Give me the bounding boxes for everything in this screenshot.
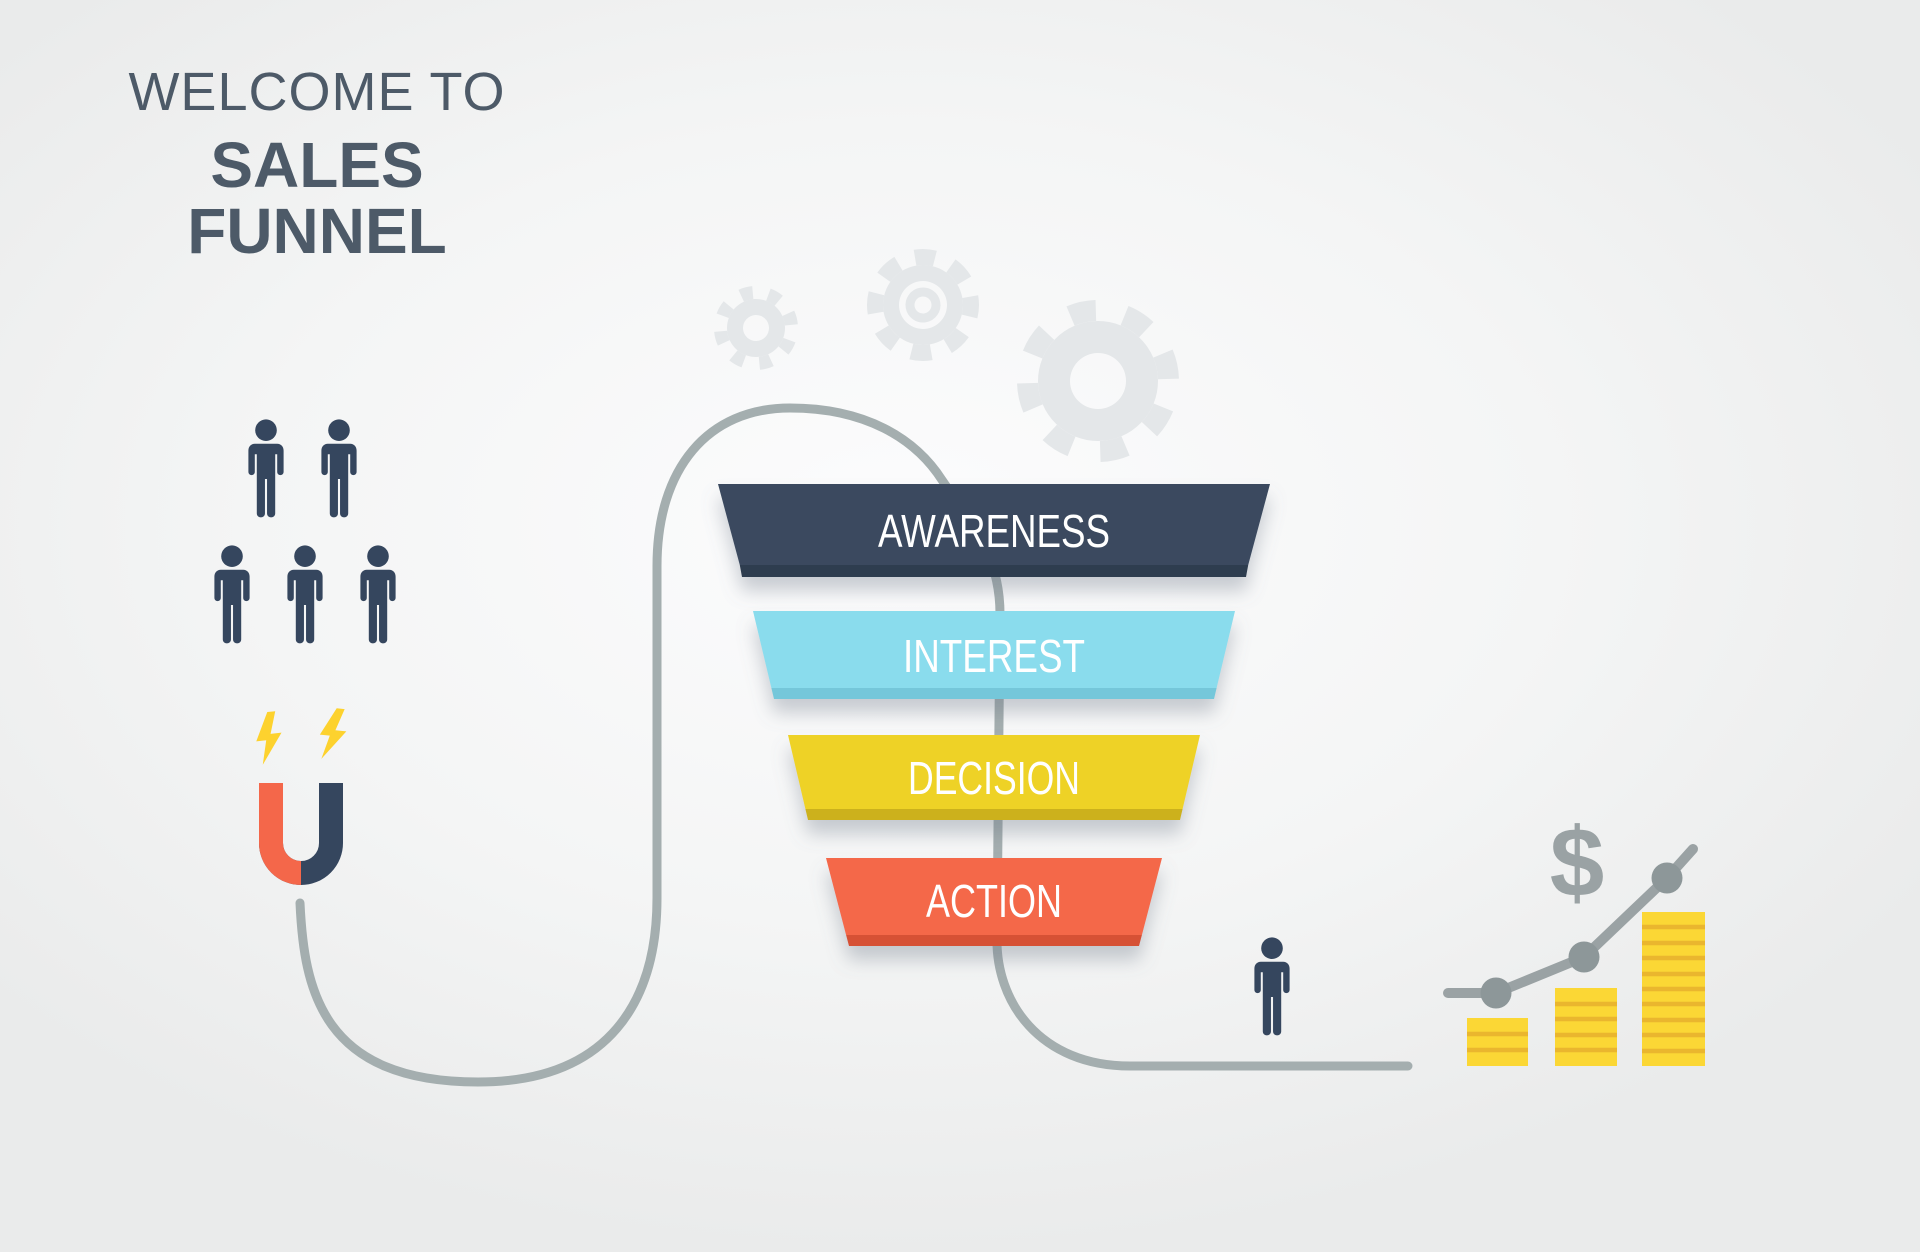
- funnel-stage-decision: DECISION: [788, 735, 1200, 820]
- stage-edge: [805, 809, 1183, 820]
- dollar-sign-icon: $: [1550, 807, 1605, 917]
- person-icon: [360, 545, 396, 644]
- coin-stack: [1642, 912, 1705, 1066]
- stage-shape: [788, 735, 1200, 809]
- gear-medium-icon: [867, 249, 979, 361]
- stage-shape: [826, 858, 1162, 935]
- lightning-icon: [319, 708, 347, 759]
- stage-label: ACTION: [926, 875, 1062, 927]
- funnel-stage-awareness: AWARENESS: [718, 484, 1270, 577]
- prospects-group: [214, 419, 396, 644]
- magnet-left-pole: [259, 783, 301, 885]
- trend-point: [1480, 977, 1512, 1009]
- stage-edge: [739, 565, 1249, 577]
- funnel-stage-action: ACTION: [826, 858, 1162, 946]
- stage-shape: [753, 611, 1235, 688]
- gears-group: [714, 249, 1179, 462]
- customer-person-icon: [1254, 937, 1290, 1036]
- stage-label: AWARENESS: [878, 505, 1110, 557]
- funnel-stage-interest: INTEREST: [753, 611, 1235, 699]
- title-line-2: SALES FUNNEL: [187, 129, 447, 267]
- coin-stack: [1555, 988, 1617, 1066]
- stage-edge: [846, 935, 1142, 946]
- stage-label: DECISION: [908, 752, 1080, 804]
- gear-large-icon: [1017, 300, 1179, 462]
- gear-small-icon: [714, 286, 798, 370]
- stage-label: INTEREST: [903, 630, 1085, 682]
- growth-chart: $: [1443, 807, 1705, 1066]
- magnet-icon: [256, 708, 347, 885]
- funnel: AWARENESS INTEREST DECISION ACTION: [718, 484, 1270, 946]
- person-icon: [214, 545, 250, 644]
- person-icon: [287, 545, 323, 644]
- stage-edge: [771, 688, 1217, 699]
- trend-point: [1568, 941, 1600, 973]
- lightning-icon: [256, 711, 282, 765]
- coin-stack: [1467, 1018, 1528, 1066]
- person-icon: [321, 419, 357, 518]
- title-line-1: WELCOME TO: [128, 62, 506, 122]
- stage-shape: [718, 484, 1270, 565]
- person-icon: [248, 419, 284, 518]
- title-block: WELCOME TO SALES FUNNEL: [97, 64, 537, 264]
- trend-point: [1651, 862, 1683, 894]
